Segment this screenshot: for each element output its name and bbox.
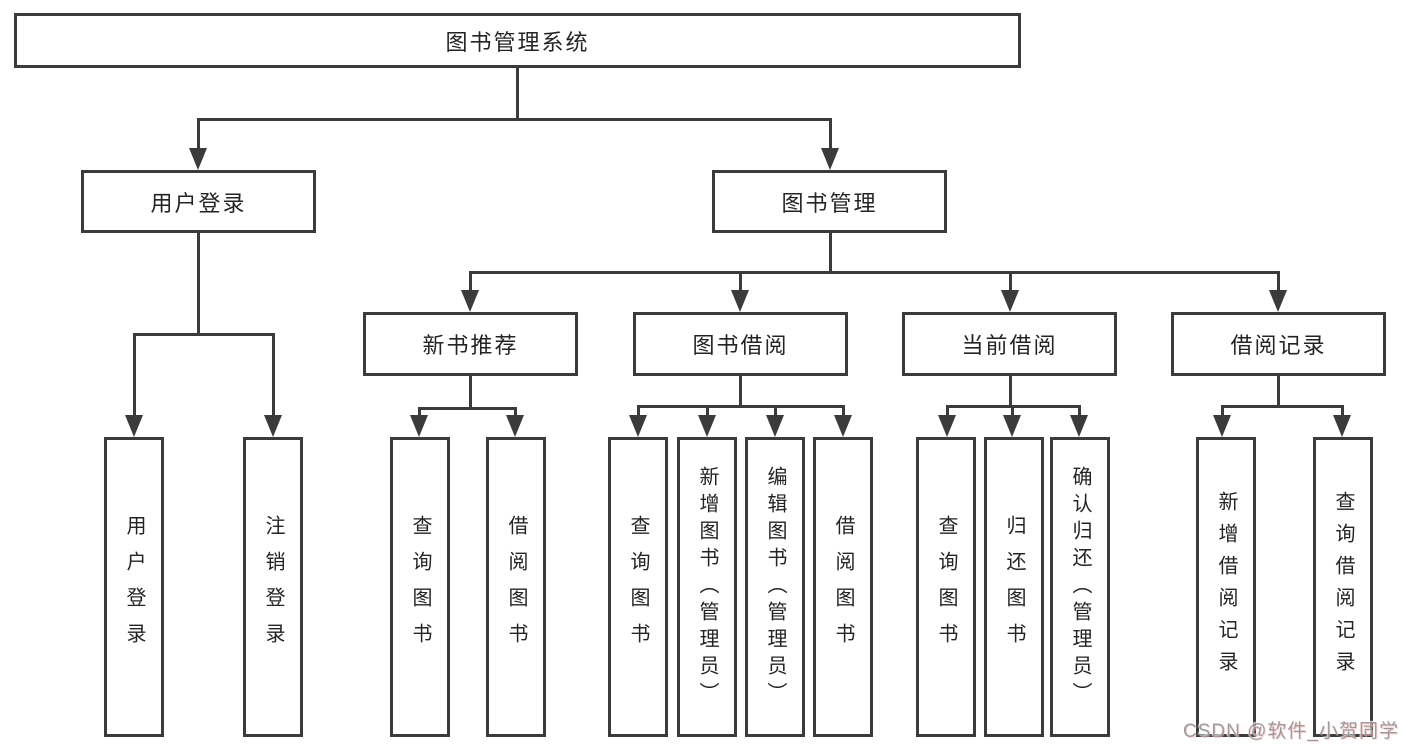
connector-stem <box>196 233 200 336</box>
csdn-watermark: CSDN @软件_小贺同学 <box>1183 721 1399 742</box>
leaf-query-books-recommend-label: 查询图书 <box>409 515 431 659</box>
arrowhead-down-icon <box>506 415 524 437</box>
leaf-borrow-books: 借阅图书 <box>813 437 873 737</box>
arrowhead-down-icon <box>461 290 479 312</box>
leaf-borrow-books-recommend: 借阅图书 <box>486 437 546 737</box>
connector-drop <box>773 405 777 423</box>
leaf-add-books-admin: 新增图书（管理员） <box>677 437 737 737</box>
node-user-login: 用户登录 <box>81 170 316 233</box>
connector-drop <box>196 118 200 156</box>
leaf-user-login-label: 用户登录 <box>123 515 145 659</box>
connector-drop <box>738 271 742 298</box>
arrowhead-down-icon <box>698 415 716 437</box>
leaf-user-login: 用户登录 <box>104 437 164 737</box>
connector-stem <box>738 376 742 408</box>
leaf-query-books-current-label: 查询图书 <box>935 515 957 659</box>
node-new-book-recommend: 新书推荐 <box>363 312 578 376</box>
connector-drop <box>1220 405 1224 423</box>
leaf-query-books-borrowing: 查询图书 <box>608 437 668 737</box>
leaf-logout-label: 注销登录 <box>262 515 284 659</box>
node-borrowing-records: 借阅记录 <box>1171 312 1386 376</box>
connector-stem <box>1008 376 1012 408</box>
connector-stem <box>515 68 519 121</box>
leaf-confirm-return-admin: 确认归还（管理员） <box>1050 437 1110 737</box>
connector-drop <box>945 405 949 423</box>
node-book-borrowing-label: 图书借阅 <box>692 333 789 358</box>
arrowhead-down-icon <box>125 415 143 437</box>
connector-drop <box>705 405 709 423</box>
arrowhead-down-icon <box>766 415 784 437</box>
connector-drop <box>468 271 472 298</box>
arrowhead-down-icon <box>821 148 839 170</box>
leaf-query-books-current: 查询图书 <box>916 437 976 737</box>
arrowhead-down-icon <box>1333 415 1351 437</box>
leaf-return-books-label: 归还图书 <box>1003 515 1025 659</box>
node-library-system-label: 图书管理系统 <box>445 29 590 55</box>
leaf-return-books: 归还图书 <box>984 437 1044 737</box>
leaf-borrow-books-recommend-label: 借阅图书 <box>505 515 527 659</box>
leaf-confirm-return-admin-label: 确认归还（管理员） <box>1069 465 1091 709</box>
leaf-query-books-borrowing-label: 查询图书 <box>627 515 649 659</box>
node-book-borrowing: 图书借阅 <box>633 312 848 376</box>
connector-drop <box>1010 405 1014 423</box>
leaf-add-borrow-record-label: 新增借阅记录 <box>1215 491 1237 683</box>
node-current-borrowing: 当前借阅 <box>902 312 1117 376</box>
connector-drop <box>271 333 275 423</box>
arrowhead-down-icon <box>938 415 956 437</box>
arrowhead-down-icon <box>629 415 647 437</box>
connector-stem <box>828 233 832 274</box>
leaf-logout: 注销登录 <box>243 437 303 737</box>
connector-rail <box>417 407 517 410</box>
connector-rail <box>468 271 1280 274</box>
connector-drop <box>1077 405 1081 423</box>
connector-stem <box>1276 376 1280 408</box>
connector-drop <box>828 118 832 156</box>
leaf-query-borrow-record: 查询借阅记录 <box>1313 437 1373 737</box>
leaf-edit-books-admin-label: 编辑图书（管理员） <box>764 465 786 709</box>
connector-drop <box>841 405 845 423</box>
connector-drop <box>636 405 640 423</box>
arrowhead-down-icon <box>410 415 428 437</box>
arrowhead-down-icon <box>1003 415 1021 437</box>
connector-drop <box>1276 271 1280 298</box>
arrowhead-down-icon <box>189 148 207 170</box>
connector-rail <box>132 333 275 336</box>
arrowhead-down-icon <box>1070 415 1088 437</box>
connector-drop <box>1340 405 1344 423</box>
arrowhead-down-icon <box>834 415 852 437</box>
leaf-query-borrow-record-label: 查询借阅记录 <box>1332 491 1354 683</box>
arrowhead-down-icon <box>1213 415 1231 437</box>
node-book-management: 图书管理 <box>712 170 947 233</box>
connector-stem <box>468 376 472 410</box>
connector-rail <box>196 118 832 121</box>
leaf-borrow-books-label: 借阅图书 <box>832 515 854 659</box>
connector-drop <box>132 333 136 423</box>
node-current-borrowing-label: 当前借阅 <box>961 333 1058 358</box>
arrowhead-down-icon <box>1269 290 1287 312</box>
leaf-add-books-admin-label: 新增图书（管理员） <box>696 465 718 709</box>
arrowhead-down-icon <box>264 415 282 437</box>
connector-drop <box>1008 271 1012 298</box>
node-user-login-label: 用户登录 <box>150 190 247 216</box>
arrowhead-down-icon <box>731 290 749 312</box>
leaf-add-borrow-record: 新增借阅记录 <box>1196 437 1256 737</box>
connector-rail <box>636 405 845 408</box>
node-book-management-label: 图书管理 <box>781 190 878 216</box>
leaf-edit-books-admin: 编辑图书（管理员） <box>745 437 805 737</box>
leaf-query-books-recommend: 查询图书 <box>390 437 450 737</box>
connector-rail <box>1220 405 1344 408</box>
node-new-book-recommend-label: 新书推荐 <box>422 333 519 358</box>
arrowhead-down-icon <box>1001 290 1019 312</box>
node-borrowing-records-label: 借阅记录 <box>1230 333 1327 358</box>
node-library-system: 图书管理系统 <box>14 13 1021 68</box>
